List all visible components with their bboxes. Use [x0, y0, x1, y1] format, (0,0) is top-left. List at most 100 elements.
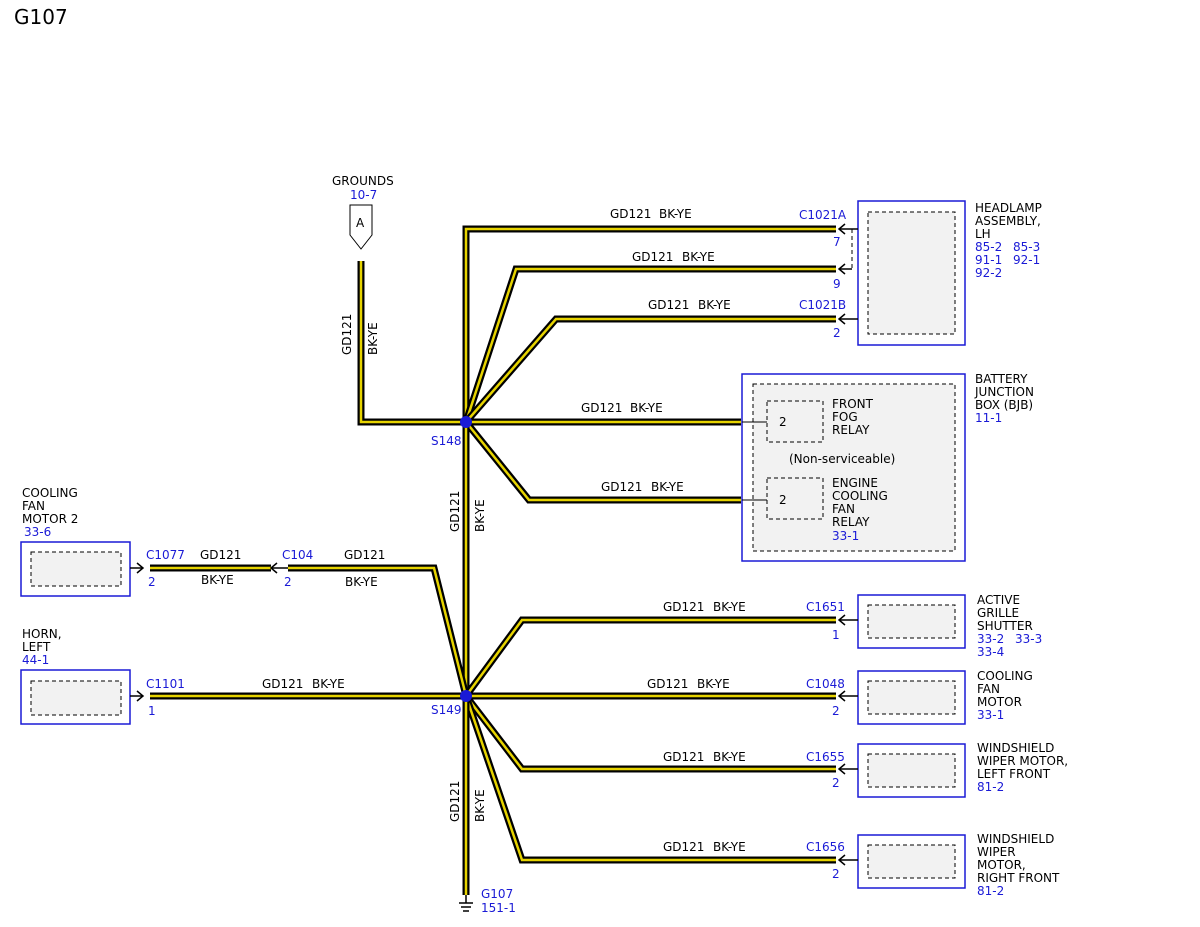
wire-circuit-label: GD121 [647, 677, 688, 691]
pin-label: 2 [148, 575, 156, 589]
connector-arrow-icon [837, 223, 858, 235]
cooling-fan-motor-2: C1077 2 C104 2 COOLING FAN MOTOR 2 33-6 [20, 486, 313, 597]
wires [150, 225, 836, 895]
wire-s148-to-headlamp-pin9 [462, 265, 836, 424]
bjb-note: (Non-serviceable) [789, 452, 895, 466]
component-name: JUNCTION [974, 385, 1034, 399]
splice-label: S149 [431, 703, 462, 717]
component-name: ASSEMBLY, [975, 214, 1041, 228]
wire-s149-to-grille [463, 616, 836, 699]
connector-arrow-icon [130, 690, 145, 702]
grounds-ref: 10-7 [350, 188, 377, 202]
connector-label: C1651 [806, 600, 845, 614]
pin-label: 2 [833, 326, 841, 340]
inline-connector-arrow-icon [269, 562, 288, 574]
pin-label: 7 [833, 235, 841, 249]
component-ref: 33-6 [24, 525, 51, 539]
connector-arrow-icon [837, 763, 858, 775]
wire-color-label: BK-YE [698, 298, 731, 312]
component-ref: 85-3 [1013, 240, 1040, 254]
relay-name: ENGINE [832, 476, 878, 490]
page-title: G107 [14, 5, 68, 29]
component-name: MOTOR [977, 695, 1022, 709]
relay-name: COOLING [832, 489, 888, 503]
wire-labels: GD121 BK-YE GD121 BK-YE GD121 BK-YE GD12… [200, 207, 746, 854]
connector-label: C1021A [799, 208, 847, 222]
component-ref: 33-2 [977, 632, 1004, 646]
component-name: HEADLAMP [975, 201, 1042, 215]
pin-label: 2 [832, 704, 840, 718]
inline-pin-label: 2 [284, 575, 292, 589]
relay-name: FOG [832, 410, 858, 424]
wire-circuit-label: GD121 [663, 600, 704, 614]
cooling-fan-motor: C1048 2 COOLING FAN MOTOR 33-1 [806, 669, 1033, 725]
connector-arrow-icon [130, 562, 145, 574]
connector-label: C1021B [799, 298, 846, 312]
splice-s148: S148 [431, 416, 472, 448]
component-name: SHUTTER [977, 619, 1033, 633]
connector-arrow-icon [837, 263, 852, 275]
component-name: HORN, [22, 627, 62, 641]
component-ref: 92-1 [1013, 253, 1040, 267]
component-name: WINDSHIELD [977, 832, 1054, 846]
component-ref: 81-2 [977, 780, 1004, 794]
wire-color-label: BK-YE [473, 789, 487, 822]
wire-circuit-label: GD121 [262, 677, 303, 691]
component-name: MOTOR 2 [22, 512, 78, 526]
fan-relay-box [766, 477, 824, 520]
grounds-connector: GROUNDS 10-7 A [332, 174, 394, 250]
wire-circuit-label: GD121 [663, 750, 704, 764]
wire-circuit-label: GD121 [610, 207, 651, 221]
component-name: LH [975, 227, 991, 241]
component-name: LEFT [22, 640, 51, 654]
component-name: WIPER [977, 845, 1016, 859]
wire-s148-to-c1021b [463, 315, 836, 425]
relay-name: FRONT [832, 397, 874, 411]
component-name: ACTIVE [977, 593, 1020, 607]
wire-color-label: BK-YE [659, 207, 692, 221]
connector-tag-icon [349, 204, 373, 250]
inline-connector-label: C104 [282, 548, 313, 562]
component-ref: 33-4 [977, 645, 1004, 659]
component-ref: 92-2 [975, 266, 1002, 280]
pin-label: 2 [832, 776, 840, 790]
wire-color-label: BK-YE [366, 322, 380, 355]
component-name: COOLING [977, 669, 1033, 683]
wire-s149-to-wiper-right [462, 694, 836, 864]
wire-color-label: BK-YE [713, 750, 746, 764]
pin-label: 2 [832, 867, 840, 881]
relay-pin: 2 [779, 493, 787, 507]
relay-name: RELAY [832, 423, 870, 437]
component-name: WINDSHIELD [977, 741, 1054, 755]
connector-label: C1101 [146, 677, 185, 691]
pin-label: 1 [832, 628, 840, 642]
wire-s148-to-fan-relay [463, 419, 741, 504]
component-name: BOX (BJB) [975, 398, 1033, 412]
component-ref: 44-1 [22, 653, 49, 667]
splice-label: S148 [431, 434, 462, 448]
battery-junction-box: 2 2 FRONT FOG RELAY (Non-serviceable) EN… [741, 372, 1034, 562]
wire-grounds-to-s148 [357, 261, 466, 426]
pin-label: 1 [148, 704, 156, 718]
wire-color-label: BK-YE [697, 677, 730, 691]
wire-color-label: BK-YE [682, 250, 715, 264]
component-name: LEFT FRONT [977, 767, 1051, 781]
ground-name: G107 [481, 887, 513, 901]
wire-s148-to-headlamp-pin7 [462, 225, 836, 422]
wire-color-label: BK-YE [201, 573, 234, 587]
component-name: BATTERY [975, 372, 1028, 386]
wire-color-label: BK-YE [312, 677, 345, 691]
splice-s149: S149 [431, 690, 472, 717]
horn-left: C1101 1 HORN, LEFT 44-1 [20, 627, 185, 725]
relay-ref: 33-1 [832, 529, 859, 543]
connector-arrow-icon [837, 690, 858, 702]
connector-arrow-icon [837, 313, 858, 325]
component-ref: 81-2 [977, 884, 1004, 898]
wire-circuit-label: GD121 [340, 314, 354, 355]
grounds-pin: A [356, 216, 365, 230]
connector-arrow-icon [837, 614, 858, 626]
wire-circuit-label: GD121 [448, 491, 462, 532]
component-name: MOTOR, [977, 858, 1026, 872]
g107-ground: G107 151-1 [459, 887, 516, 915]
